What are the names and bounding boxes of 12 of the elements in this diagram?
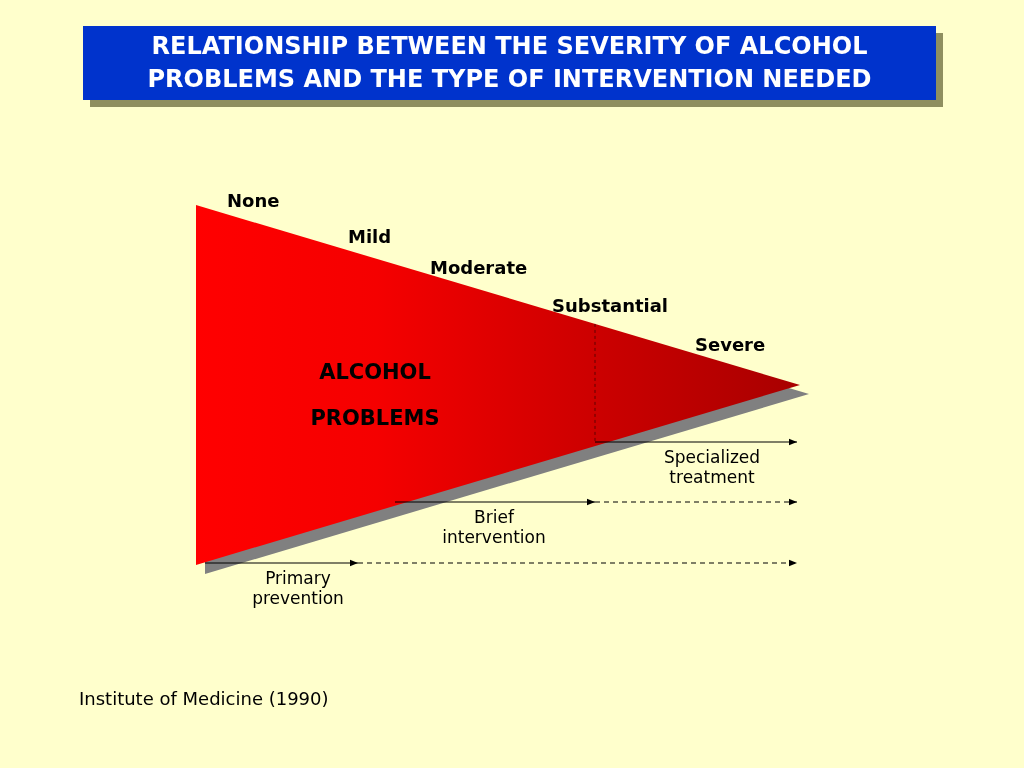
source-caption: Institute of Medicine (1990) <box>79 688 329 710</box>
intervention-label: Specialized treatment <box>662 447 762 487</box>
triangle-label: ALCOHOL PROBLEMS <box>309 359 441 432</box>
severity-level: None <box>227 190 280 212</box>
severity-level: Severe <box>695 334 766 356</box>
severity-triangle <box>196 205 800 565</box>
title-banner: RELATIONSHIP BETWEEN THE SEVERITY OF ALCOHOL PROBLEMS AND THE TYPE OF INTERVENTION NEEDED <box>83 26 936 100</box>
severity-level: Moderate <box>430 257 528 279</box>
severity-level: Substantial <box>552 295 669 317</box>
intervention-label: Brief intervention <box>441 507 547 547</box>
intervention-label: Primary prevention <box>251 568 345 608</box>
severity-level: Mild <box>348 226 392 248</box>
